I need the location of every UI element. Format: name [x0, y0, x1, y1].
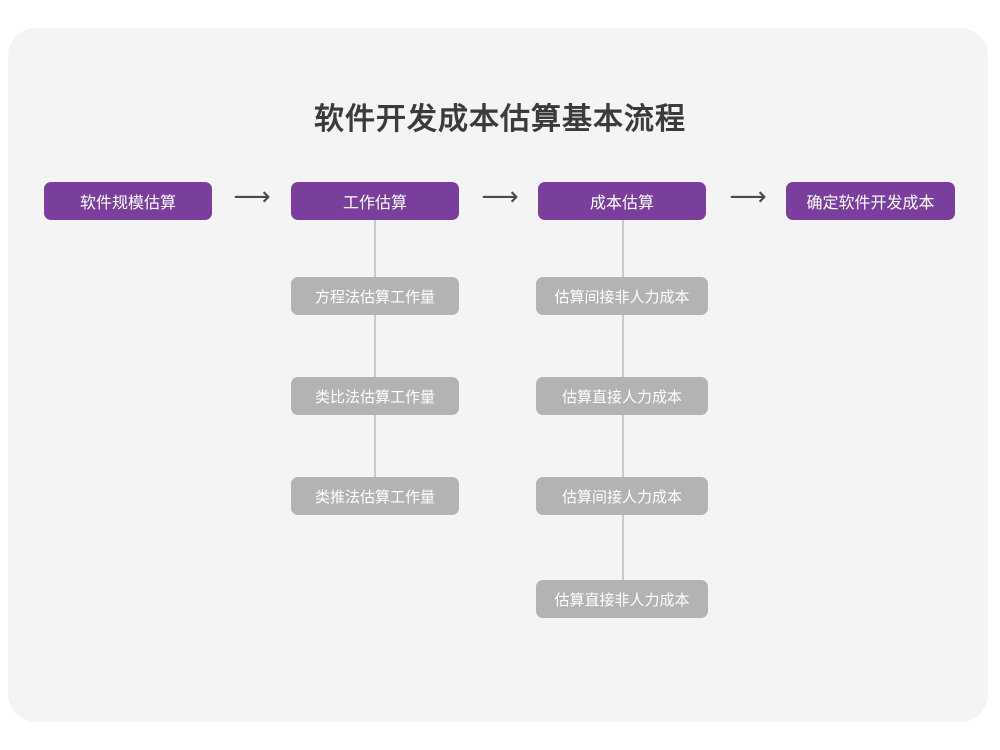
- sub-step-inference-method-effort[interactable]: 类推法估算工作量: [291, 477, 459, 515]
- arrow-stage-1-to-stage-2: ⟶: [233, 182, 271, 212]
- sub-step-analogy-method-effort[interactable]: 类比法估算工作量: [291, 377, 459, 415]
- stage-node-software-size-estimation[interactable]: 软件规模估算: [44, 182, 212, 220]
- arrow-stage-2-to-stage-3: ⟶: [481, 182, 519, 212]
- stage-node-cost-estimation[interactable]: 成本估算: [538, 182, 706, 220]
- sub-step-direct-labor-cost[interactable]: 估算直接人力成本: [536, 377, 708, 415]
- sub-step-equation-method-effort[interactable]: 方程法估算工作量: [291, 277, 459, 315]
- sub-step-indirect-labor-cost[interactable]: 估算间接人力成本: [536, 477, 708, 515]
- diagram-card: [8, 28, 988, 722]
- page-title: 软件开发成本估算基本流程: [314, 103, 686, 136]
- sub-step-direct-non-labor-cost[interactable]: 估算直接非人力成本: [536, 580, 708, 618]
- sub-step-indirect-non-labor-cost[interactable]: 估算间接非人力成本: [536, 277, 708, 315]
- arrow-stage-3-to-stage-4: ⟶: [729, 182, 767, 212]
- stage-node-effort-estimation[interactable]: 工作估算: [291, 182, 459, 220]
- stage-node-determine-development-cost[interactable]: 确定软件开发成本: [786, 182, 955, 220]
- connector-line-stage-2: [374, 220, 376, 498]
